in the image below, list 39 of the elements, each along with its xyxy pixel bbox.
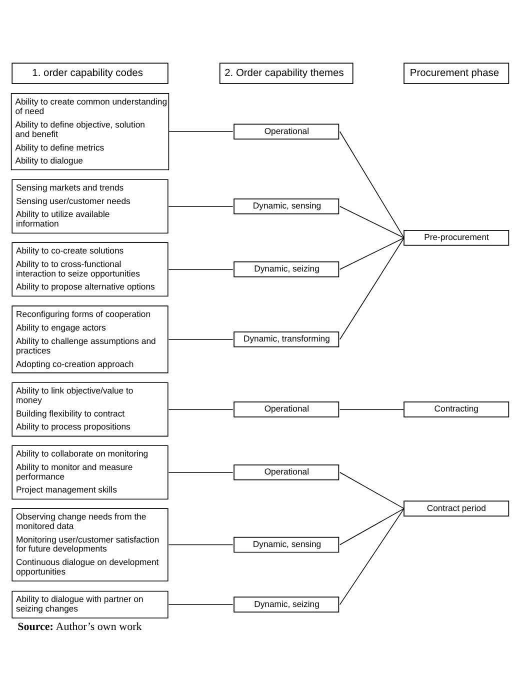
node-box: Sensing markets and trends Sensing user/customer needs Ability to utilize available information [12, 179, 168, 234]
connector [168, 206, 234, 207]
connector [339, 409, 404, 410]
caption: Source: Author’s own work [18, 620, 142, 633]
connector [339, 508, 404, 546]
node-box: Dynamic, sensing [234, 198, 340, 214]
node-box: Operational [234, 402, 340, 418]
connector [339, 508, 404, 605]
connector [168, 409, 234, 410]
node-box: Ability to dialogue with partner on seizing changes [12, 590, 168, 618]
node-box: Ability to link objective/value to money Building flexibility to contract Ability to process propositions [12, 382, 168, 437]
connector [339, 131, 404, 238]
connector [168, 604, 234, 605]
connector [168, 131, 234, 132]
node-box: Operational [234, 124, 340, 140]
node-box: Dynamic, transforming [234, 331, 340, 348]
node-box: Contract period [404, 500, 510, 516]
node-box: Reconfiguring forms of cooperation Ability to engage actors Ability to challenge assumptions and practices Adopting co-creation approach [12, 306, 168, 374]
node-box: Dynamic, seizing [234, 596, 340, 612]
node-box: Ability to co-create solutions Ability to to cross-functional interaction to seize opportunities Ability to propose alternative options [12, 242, 168, 296]
node-box: Operational [234, 464, 340, 480]
node-box: 2. Order capability themes [219, 62, 354, 84]
connector [339, 237, 404, 340]
node-box: Dynamic, seizing [234, 261, 340, 278]
node-box: Observing change needs from the monitored data Monitoring user/customer satisfaction for future developments Continuous dialogue on development opportunities [12, 508, 168, 582]
node-box: Dynamic, sensing [234, 536, 340, 553]
node-box: 1. order capability codes [12, 62, 168, 84]
node-box: Pre-procurement [404, 230, 510, 246]
connector [168, 544, 234, 546]
node-box: Ability to collaborate on monitoring Ability to monitor and measure performance Project management skills [12, 445, 168, 500]
connector [168, 338, 234, 340]
connector [168, 268, 234, 270]
node-box: Ability to create common understanding of need Ability to define objective, solution and benefit Ability to define metrics Ability to dialogue [10, 93, 170, 170]
connector [339, 237, 404, 270]
node-box: Contracting [404, 402, 510, 418]
node-box: Procurement phase [404, 62, 510, 84]
connector [339, 472, 404, 509]
connector [168, 472, 234, 473]
connector [339, 206, 404, 238]
